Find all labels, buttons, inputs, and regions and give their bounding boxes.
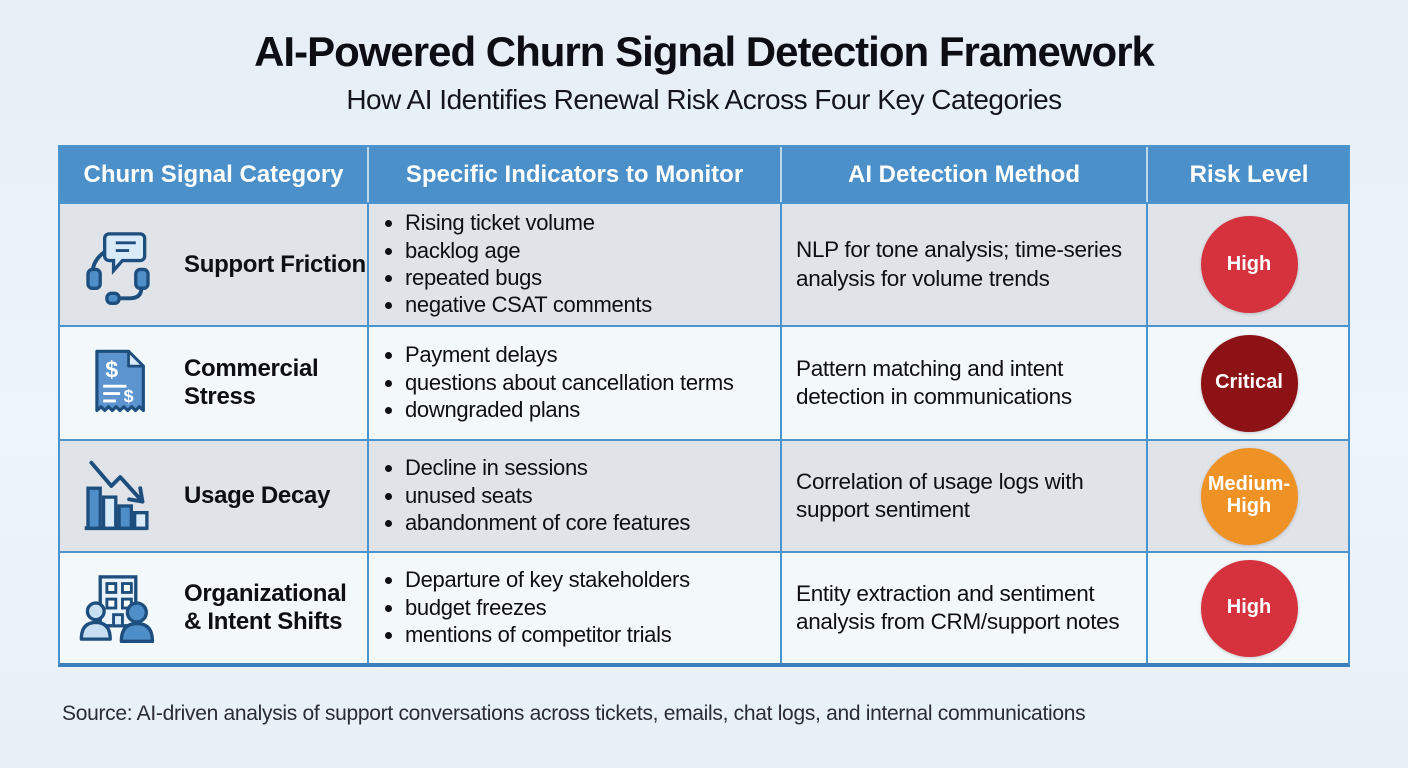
detection-cell: Entity extraction and sentiment analysis… [782, 553, 1148, 663]
category-label: Organizational & Intent Shifts [184, 580, 347, 635]
indicators-cell: Decline in sessions unused seats abandon… [369, 441, 782, 551]
indicator-item: budget freezes [405, 595, 780, 621]
indicator-item: Rising ticket volume [405, 210, 780, 236]
indicator-item: backlog age [405, 238, 780, 264]
indicator-item: Departure of key stakeholders [405, 567, 780, 593]
column-header-indicators: Specific Indicators to Monitor [369, 147, 782, 202]
risk-badge: Critical [1200, 334, 1298, 432]
indicator-list: Payment delays questions about cancellat… [369, 341, 780, 424]
risk-cell: High [1148, 204, 1350, 325]
table-header-row: Churn Signal Category Specific Indicator… [60, 147, 1348, 202]
detection-method-text: Entity extraction and sentiment analysis… [796, 580, 1120, 634]
svg-text:$: $ [124, 386, 134, 406]
category-cell: Usage Decay [60, 441, 369, 551]
column-header-detection: AI Detection Method [782, 147, 1148, 202]
indicator-item: unused seats [405, 483, 780, 509]
declining-bar-chart-icon [76, 456, 160, 536]
risk-cell: High [1148, 553, 1350, 663]
category-label: Usage Decay [184, 482, 331, 510]
indicator-item: Decline in sessions [405, 455, 780, 481]
indicator-list: Decline in sessions unused seats abandon… [369, 454, 780, 537]
indicator-item: downgraded plans [405, 397, 780, 423]
risk-badge: Medium-High [1200, 447, 1298, 545]
table-row-organizational-intent-shifts: Organizational & Intent Shifts Departure… [60, 551, 1348, 663]
indicator-item: questions about cancellation terms [405, 370, 780, 396]
risk-badge: High [1200, 559, 1298, 657]
detection-method-text: Pattern matching and intent detection in… [796, 355, 1072, 409]
indicator-item: negative CSAT comments [405, 292, 780, 318]
indicator-item: abandonment of core features [405, 510, 780, 536]
svg-text:$: $ [105, 357, 118, 383]
churn-signal-table: Churn Signal Category Specific Indicator… [58, 145, 1350, 667]
detection-cell: NLP for tone analysis; time-series analy… [782, 204, 1148, 325]
risk-cell: Critical [1148, 327, 1350, 439]
building-people-icon [76, 568, 160, 648]
page-subtitle: How AI Identifies Renewal Risk Across Fo… [346, 84, 1062, 115]
risk-badge: High [1200, 216, 1298, 313]
table-row-commercial-stress: $ $ Commercial Stress Payment delays que… [60, 325, 1348, 439]
category-cell: Support Friction [60, 204, 369, 325]
indicators-cell: Departure of key stakeholders budget fre… [369, 553, 782, 663]
detection-method-text: NLP for tone analysis; time-series analy… [796, 237, 1122, 291]
column-header-category: Churn Signal Category [60, 147, 369, 202]
risk-cell: Medium-High [1148, 441, 1350, 551]
indicator-item: repeated bugs [405, 265, 780, 291]
detection-cell: Pattern matching and intent detection in… [782, 327, 1148, 439]
table-row-support-friction: Support Friction Rising ticket volume ba… [60, 202, 1348, 325]
indicators-cell: Rising ticket volume backlog age repeate… [369, 204, 782, 325]
indicator-item: Payment delays [405, 342, 780, 368]
indicators-cell: Payment delays questions about cancellat… [369, 327, 782, 439]
detection-cell: Correlation of usage logs with support s… [782, 441, 1148, 551]
indicator-item: mentions of competitor trials [405, 622, 780, 648]
source-note: Source: AI-driven analysis of support co… [62, 702, 1086, 725]
category-cell: Organizational & Intent Shifts [60, 553, 369, 663]
category-cell: $ $ Commercial Stress [60, 327, 369, 439]
detection-method-text: Correlation of usage logs with support s… [796, 468, 1084, 522]
column-header-risk: Risk Level [1189, 160, 1309, 188]
indicator-list: Departure of key stakeholders budget fre… [369, 566, 780, 649]
page-title: AI-Powered Churn Signal Detection Framew… [254, 28, 1155, 75]
category-label: Commercial Stress [184, 355, 319, 410]
receipt-icon: $ $ [76, 345, 160, 421]
category-label: Support Friction [184, 250, 366, 278]
headset-chat-icon [76, 225, 160, 305]
indicator-list: Rising ticket volume backlog age repeate… [369, 209, 780, 320]
table-row-usage-decay: Usage Decay Decline in sessions unused s… [60, 439, 1348, 551]
